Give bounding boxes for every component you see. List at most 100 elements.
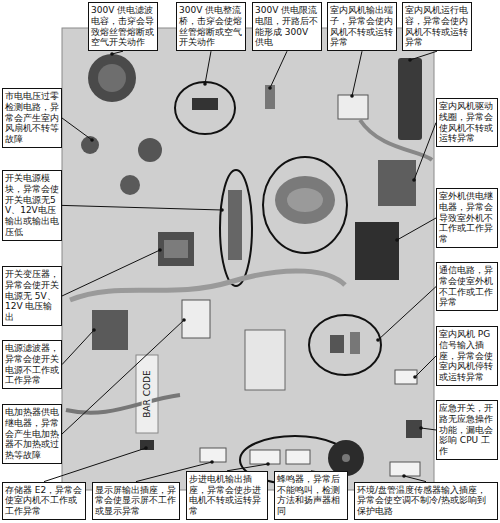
- leader-line: [62, 205, 222, 210]
- callout-box: 室内风机输出端子，异常会使内风机不转或运转异常: [327, 2, 397, 51]
- callout-text: 室内风机 PG 信号输入插座，异常会使室内风机停转或运转异常: [439, 329, 495, 383]
- relay-symbol: [182, 300, 210, 338]
- socket-symbol: [250, 450, 280, 464]
- callout-text: 步进电机输出插座，异常会使步进电机不转或运转异常: [189, 474, 265, 517]
- callout-text: 300V 供电滤波电容，击穿会导致熔丝管熔断或空气开关动作: [91, 5, 155, 48]
- coil-core: [287, 188, 323, 212]
- socket-symbol: [286, 450, 310, 464]
- cable: [360, 120, 432, 160]
- leader-line: [270, 51, 287, 88]
- terminal-block: [338, 95, 368, 119]
- callout-box: 300V 供电限流电阻，开路后不能形成 300V 供电: [252, 2, 322, 51]
- callout-box: 300V 供电整流桥，击穿会使熔丝管熔断或空气开关动作: [176, 2, 246, 51]
- capacitor-symbol: [120, 175, 140, 195]
- eeprom-chip: [140, 440, 154, 450]
- callout-text: 存储器 E2，异常会使室内机不工作或工作异常: [5, 485, 83, 517]
- callout-text: 电加热器供电继电器，异常会产生电加热器不加热或过热等故障: [5, 407, 59, 461]
- leader-dot: [110, 52, 114, 56]
- socket-symbol: [390, 462, 420, 476]
- callout-box: 室内风机 PG 信号输入插座，异常会使室内风机停转或运转异常: [436, 326, 498, 386]
- callout-text: 300V 供电整流桥，击穿会使熔丝管熔断或空气开关动作: [179, 5, 243, 48]
- resistor-symbol: [265, 85, 275, 109]
- leader-dot: [92, 328, 96, 332]
- leader-dot: [220, 208, 224, 212]
- callout-text: 开关电源模块，异常会使开关电源无5V、12V电压输出或输出电压低: [5, 173, 59, 238]
- leader-line: [378, 287, 436, 340]
- rectifier-symbol: [192, 98, 218, 110]
- buzzer-hole: [342, 454, 350, 462]
- leader-dot: [412, 178, 416, 182]
- callout-box: 室外机供电继电器，异常会导致室外机不工作或工作异常: [436, 188, 498, 248]
- leader-dot: [376, 338, 380, 342]
- callout-box: 开关电源模块，异常会使开关电源无5V、12V电压输出或输出电压低: [2, 170, 62, 241]
- sticker: [136, 355, 158, 433]
- leader-dot: [408, 58, 412, 62]
- leader-dot: [144, 446, 148, 450]
- coil-symbol: [275, 176, 335, 224]
- callout-box: 步进电机输出插座，异常会使步进电机不转或运转异常: [186, 471, 268, 520]
- socket-symbol: [200, 448, 226, 462]
- leader-dot: [413, 375, 417, 379]
- callout-box: 通信电路，异常会使室外机不工作或工作异常: [436, 262, 498, 311]
- callout-text: 通信电路，异常会使室外机不工作或工作异常: [439, 265, 495, 308]
- highlight-circle: [309, 315, 381, 375]
- relay-symbol: [355, 222, 399, 280]
- callout-text: 显示屏输出插座，异常会使显示屏不工作或显示异常: [95, 485, 177, 517]
- chip-area: [245, 330, 285, 390]
- circuit-board: [62, 28, 434, 490]
- filter-symbol: [92, 310, 128, 350]
- leader-dot: [90, 138, 94, 142]
- leader-dot: [182, 318, 186, 322]
- callout-box: 电源滤波器，异常会使开关电源不工作或工作异常: [2, 340, 62, 389]
- highlight-ellipse: [220, 170, 252, 286]
- leader-dot: [402, 474, 406, 478]
- callout-text: 室内风机运行电容，异常会使内风机不转或运转异常: [405, 5, 469, 48]
- callout-text: 电源滤波器，异常会使开关电源不工作或工作异常: [5, 343, 59, 386]
- board-edge: [62, 28, 434, 490]
- leader-line: [397, 218, 436, 240]
- leader-dot: [266, 462, 270, 466]
- leader-line: [205, 51, 211, 84]
- transformer-core: [164, 240, 188, 258]
- callout-box: 存储器 E2，异常会使室内机不工作或工作异常: [2, 482, 86, 520]
- callout-box: 环境/盘管温度传感器输入插座，异常会使空调不制冷/热或影响到保护电路: [354, 482, 498, 520]
- leader-dot: [158, 248, 162, 252]
- highlight-circle: [263, 157, 347, 253]
- leader-dot: [395, 238, 399, 242]
- leader-line: [415, 356, 436, 377]
- cable: [70, 271, 345, 300]
- callout-text: 环境/盘管温度传感器输入插座，异常会使空调不制冷/热或影响到保护电路: [357, 485, 495, 517]
- highlight-circle: [175, 82, 235, 134]
- leader-dot: [350, 94, 354, 98]
- callout-text: 蜂鸣器，异常后不能鸣叫，检测方法和扬声器相同: [277, 474, 345, 517]
- board-label: BAR CODE: [142, 368, 152, 419]
- leader-dot: [268, 86, 272, 90]
- leader-line: [62, 250, 160, 296]
- leader-line: [410, 51, 437, 60]
- leader-dot: [210, 460, 214, 464]
- leader-dot: [419, 426, 423, 430]
- leader-line: [414, 123, 436, 180]
- component: [330, 335, 344, 353]
- callout-box: 电加热器供电继电器，异常会产生电加热器不加热或过热等故障: [2, 404, 62, 464]
- callout-text: 300V 供电限流电阻，开路后不能形成 300V 供电: [255, 5, 319, 48]
- callout-text: 室外机供电继电器，异常会导致室外机不工作或工作异常: [439, 191, 495, 245]
- callout-box: 应急开关，开路无应急操作功能，漏电会影响 CPU 工作: [436, 400, 498, 460]
- socket-symbol: [395, 370, 417, 384]
- callout-box: 室内风机驱动线圈，异常会使风机不转或运转异常: [436, 98, 498, 147]
- leader-line: [62, 330, 94, 365]
- switch-symbol: [406, 420, 422, 438]
- leader-dot: [203, 82, 207, 86]
- callout-text: 室内风机输出端子，异常会使内风机不转或运转异常: [330, 5, 394, 48]
- callout-box: 开关变压器，异常会使开关电源无 5V、12V 电压输出: [2, 266, 62, 326]
- component: [350, 332, 360, 354]
- callout-text: 室内风机驱动线圈，异常会使风机不转或运转异常: [439, 101, 495, 144]
- callout-box: 市电电压过零检测电路，异常会产生室内风扇机不转等故障: [2, 88, 62, 148]
- transformer-symbol: [158, 232, 194, 266]
- callout-text: 市电电压过零检测电路，异常会产生室内风扇机不转等故障: [5, 91, 59, 145]
- capacitor-symbol: [88, 54, 136, 102]
- capacitor-symbol: [138, 138, 162, 162]
